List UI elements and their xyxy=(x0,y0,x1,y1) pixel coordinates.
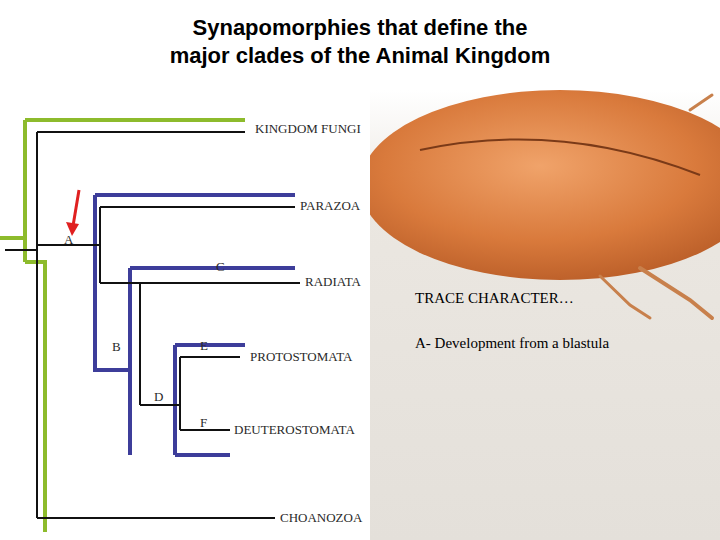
node-letter: A xyxy=(64,233,73,247)
taxon-label: PROTOSTOMATA xyxy=(250,350,353,364)
node-letter: C xyxy=(216,260,225,274)
note-text: TRACE CHARACTER… xyxy=(415,290,574,307)
taxon-label: PARAZOA xyxy=(300,199,360,213)
taxon-label: KINGDOM FUNGI xyxy=(255,122,361,136)
node-letter: F xyxy=(200,416,207,430)
node-letter: E xyxy=(200,339,208,353)
beetle-leg xyxy=(640,268,712,318)
taxon-label: CHOANOZOA xyxy=(280,511,362,525)
elytra-seam xyxy=(420,139,700,175)
slide-title: Synapomorphies that define the major cla… xyxy=(164,14,556,70)
beetle-leg xyxy=(690,95,712,110)
clade-outline xyxy=(95,195,295,455)
pointer-arrow xyxy=(73,190,79,226)
cladogram-branch xyxy=(5,132,300,518)
note-text: A- Development from a blastula xyxy=(415,335,609,352)
beetle-body xyxy=(360,90,720,280)
node-letter: D xyxy=(154,390,163,404)
node-letter: B xyxy=(112,340,121,354)
taxon-label: RADIATA xyxy=(305,275,361,289)
taxon-label: DEUTEROSTOMATA xyxy=(234,423,355,437)
beetle-leg xyxy=(600,276,650,318)
tree-panel xyxy=(0,118,370,540)
